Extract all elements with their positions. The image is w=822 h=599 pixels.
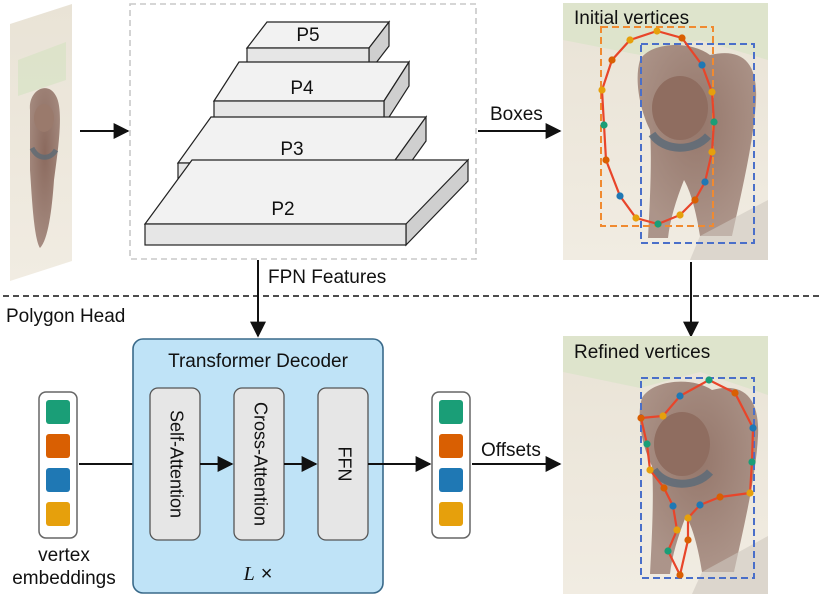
vertex-embeddings-label-line1: vertex — [38, 545, 90, 566]
refined-polygon — [639, 378, 755, 579]
input-image — [10, 4, 72, 281]
decoder-repeat-times: × — [261, 563, 273, 585]
initial-polygon — [600, 29, 716, 226]
fpn-container — [129, 3, 477, 260]
fpn-level-label: P3 — [280, 139, 303, 160]
initial-vertices-label: Initial vertices — [574, 8, 689, 29]
decoder-block-cross-attention: Cross-Attention — [233, 387, 285, 541]
fpn-features-label: FPN Features — [268, 267, 386, 288]
refined-vertices-label: Refined vertices — [574, 342, 710, 363]
initial-vertices-image — [563, 3, 768, 260]
decoder-block-self-attention: Self-Attention — [149, 387, 201, 541]
vertex-embeddings-label-line2: embeddings — [12, 568, 116, 589]
decoder-block-ffn: FFN — [317, 387, 369, 541]
decoder-block-label: Self-Attention — [166, 410, 186, 518]
transformer-decoder-title: Transformer Decoder — [168, 351, 349, 372]
vertex-embeddings-output — [431, 391, 471, 539]
fpn-level-label: P2 — [271, 199, 294, 220]
fpn-level-p4: P4 — [212, 59, 411, 128]
decoder-repeat-label: L× — [243, 563, 273, 585]
vertex-embeddings-input — [38, 391, 78, 539]
refined-box-blue — [640, 377, 755, 579]
fpn-level-p2: P2 — [143, 158, 470, 247]
fpn-level-label: P5 — [296, 25, 319, 46]
fpn-level-label: P4 — [290, 78, 314, 99]
polygon-head-label: Polygon Head — [6, 306, 125, 327]
decoder-block-label: Cross-Attention — [250, 402, 270, 526]
decoder-repeat-symbol: L — [243, 563, 255, 585]
refined-vertices-image — [563, 336, 768, 594]
offsets-label: Offsets — [481, 440, 541, 461]
decoder-block-label: FFN — [334, 447, 354, 482]
dog-box-blue — [640, 43, 755, 244]
boxes-label: Boxes — [490, 104, 543, 125]
